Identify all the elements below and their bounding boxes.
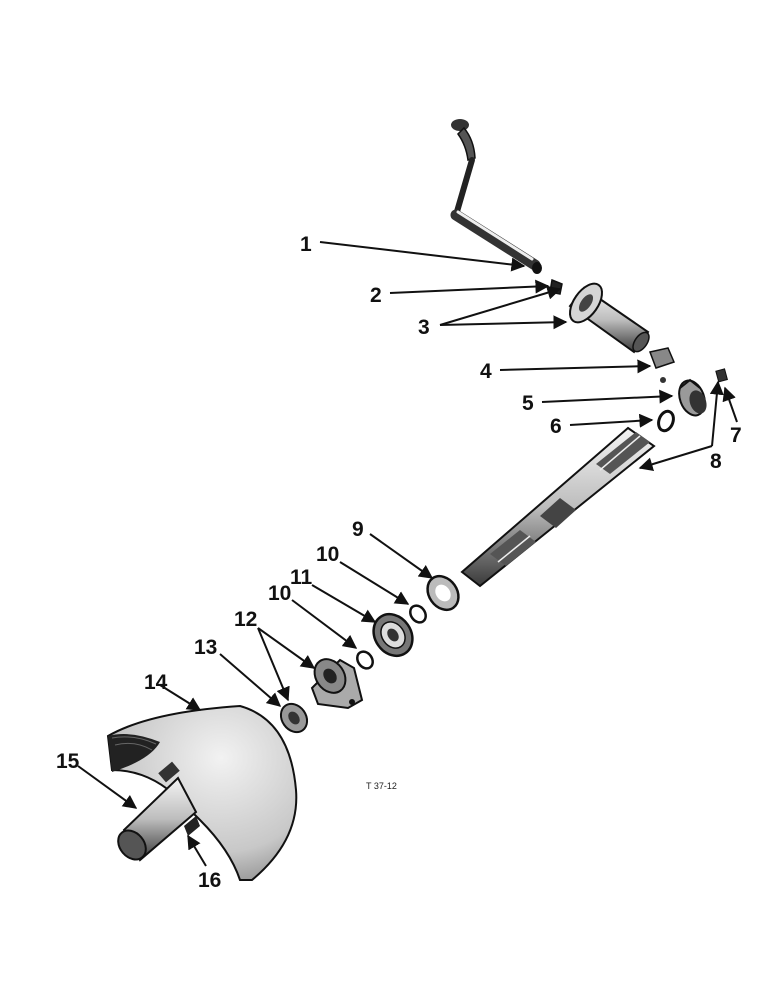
callout-10-lower: 10 [268,582,291,605]
drawing-reference: T 37-12 [366,781,397,791]
callout-14: 14 [144,671,168,694]
part-yoke [678,378,707,417]
leader-lines [77,241,738,867]
leader-3b [439,315,568,330]
leader-16 [187,834,207,867]
part-bushing [279,702,309,734]
callout-6: 6 [550,415,562,438]
callout-4: 4 [480,360,492,383]
part-tube [117,761,198,862]
callout-12: 12 [234,608,257,631]
leader-3a [439,285,562,326]
leader-1 [319,241,526,272]
leader-11 [311,584,377,623]
callout-1: 1 [300,233,312,256]
part-snap-ring-upper [409,604,427,624]
leader-10-lower [291,599,358,649]
callout-8: 8 [710,450,722,473]
callout-11: 11 [290,566,313,589]
leader-8a [709,380,724,447]
part-coupler [648,347,676,383]
leader-5 [541,389,674,404]
callout-10-upper: 10 [316,543,339,566]
callout-5: 5 [522,392,534,415]
callout-labels: 1 2 3 4 5 6 7 8 9 10 11 10 12 13 14 15 1… [56,233,742,892]
leader-4 [499,359,652,374]
callout-15: 15 [56,750,80,773]
leader-13 [219,653,282,707]
part-ring [657,409,675,433]
callout-7: 7 [730,424,742,447]
leader-6 [569,413,654,428]
leader-12b [257,627,316,669]
part-shaft-tube [568,282,650,354]
callout-13: 13 [194,636,217,659]
leader-12a [257,627,290,702]
part-lever-handle [450,119,542,274]
part-bearing [372,612,414,658]
leader-9 [369,533,434,579]
part-clip [184,816,200,836]
callout-3: 3 [418,316,430,339]
callout-16: 16 [198,869,221,892]
part-washer [426,574,460,612]
part-bearing-housing [310,658,364,710]
part-splined-shaft [460,426,656,588]
callout-9: 9 [352,518,364,541]
callout-2: 2 [370,284,382,307]
leader-2 [389,279,550,294]
leader-15 [77,765,138,809]
leader-10-upper [339,561,410,605]
part-key [715,368,728,383]
leader-14 [159,684,202,711]
leader-8b [638,445,713,472]
leader-7 [722,386,738,423]
part-snap-ring-lower [356,650,374,670]
